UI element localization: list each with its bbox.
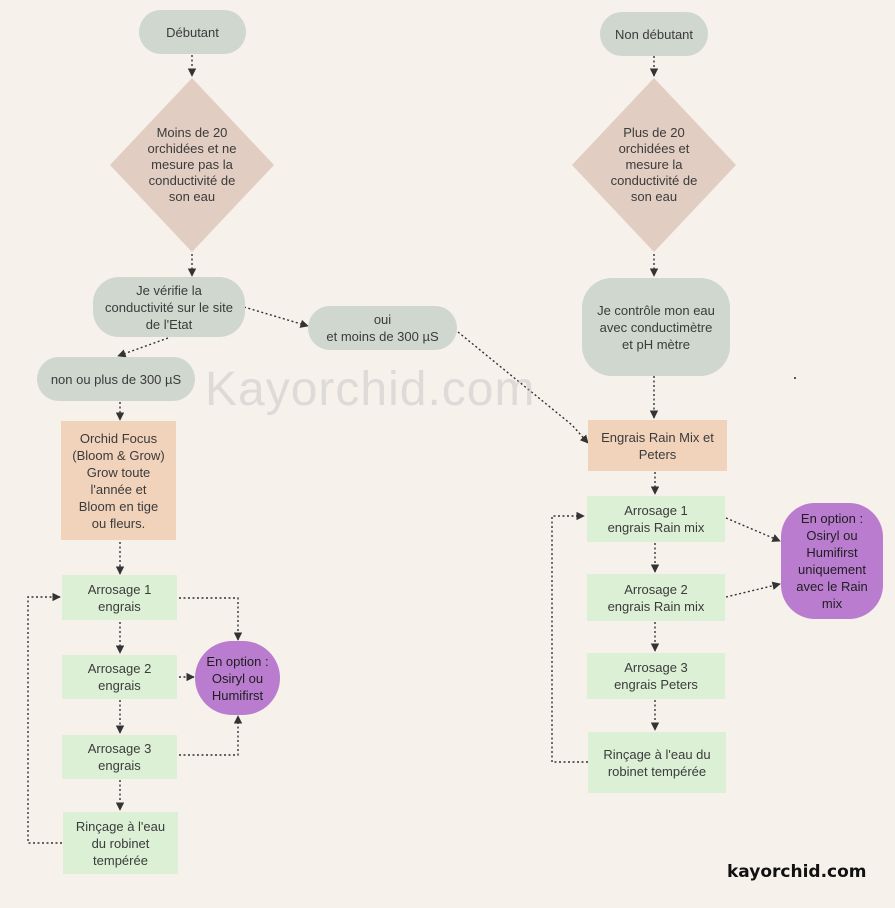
- right-watering-3-box: Arrosage 3 engrais Peters: [587, 653, 725, 699]
- right-fertilizer-box: Engrais Rain Mix et Peters: [588, 420, 727, 471]
- loop-connector: [27, 592, 62, 844]
- option-connector: [725, 517, 781, 542]
- left-decision-label: Moins de 20 orchidées et ne mesure pas l…: [147, 125, 237, 204]
- option-connector: [179, 715, 243, 756]
- right-start-node: Non débutant: [600, 12, 708, 56]
- left-watering-3-box: Arrosage 3 engrais: [62, 735, 177, 779]
- loop-connector: [551, 511, 588, 763]
- left-option-circle: En option : Osiryl ou Humifirst: [195, 641, 280, 715]
- left-watering-2-box: Arrosage 2 engrais: [62, 655, 177, 699]
- watermark-text: Kayorchid.com: [205, 363, 536, 416]
- right-decision-diamond: [572, 78, 736, 252]
- right-watering-2-box: Arrosage 2 engrais Rain mix: [587, 574, 725, 621]
- left-decision-diamond: [110, 78, 274, 252]
- yes-branch-node: oui et moins de 300 µS: [308, 306, 457, 350]
- left-start-node: Débutant: [139, 10, 246, 54]
- site-footer-label: kayorchid.com: [727, 862, 867, 882]
- stray-dot: [794, 377, 796, 379]
- right-check-node: Je contrôle mon eau avec conductimètre e…: [582, 278, 730, 376]
- connector: [117, 337, 169, 358]
- right-option-circle: En option : Osiryl ou Humifirst uniqueme…: [781, 503, 883, 619]
- right-watering-1-box: Arrosage 1 engrais Rain mix: [587, 496, 725, 542]
- left-no-branch-node: non ou plus de 300 µS: [37, 357, 195, 401]
- left-rinse-box: Rinçage à l'eau du robinet tempérée: [63, 812, 178, 874]
- left-check-node: Je vérifie la conductivité sur le site d…: [93, 277, 245, 337]
- option-connector: [179, 597, 243, 641]
- right-decision-label: Plus de 20 orchidées et mesure la conduc…: [610, 125, 698, 204]
- connector: [457, 331, 589, 444]
- right-rinse-box: Rinçage à l'eau du robinet tempérée: [588, 732, 726, 793]
- left-fertilizer-box: Orchid Focus (Bloom & Grow) Grow toute l…: [61, 421, 176, 540]
- connector: [243, 306, 309, 328]
- left-watering-1-box: Arrosage 1 engrais: [62, 575, 177, 620]
- option-connector: [725, 581, 781, 598]
